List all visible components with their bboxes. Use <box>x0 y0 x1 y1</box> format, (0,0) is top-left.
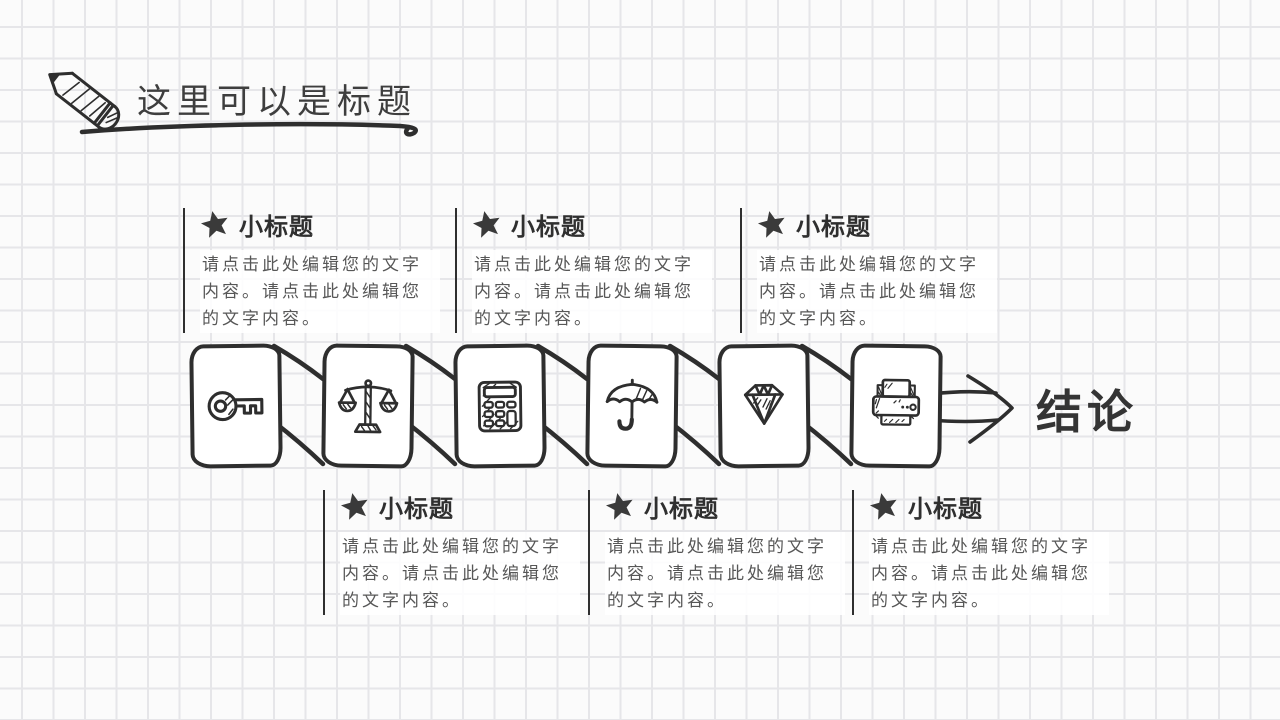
step-card-umbrella <box>585 343 679 469</box>
umbrella-icon <box>605 378 659 431</box>
calculator-icon <box>477 380 523 433</box>
step-card-diamond <box>717 343 811 469</box>
step-card-printer <box>849 343 943 469</box>
title-underline <box>79 121 418 137</box>
star-icon <box>472 211 500 238</box>
section-body: 请点击此处编辑您的文字内容。请点击此处编辑您的文字内容。 <box>605 532 845 615</box>
step-card-key <box>189 343 283 469</box>
star-icon <box>605 493 633 520</box>
section-body: 请点击此处编辑您的文字内容。请点击此处编辑您的文字内容。 <box>869 532 1109 615</box>
conclusion-text: 结论 <box>1036 387 1138 438</box>
section-label: 小标题 <box>908 496 983 523</box>
star-icon <box>757 211 785 238</box>
printer-icon <box>871 378 921 426</box>
section-label: 小标题 <box>379 496 454 523</box>
section-top-3: 小标题 请点击此处编辑您的文字内容。请点击此处编辑您的文字内容。 <box>740 208 1019 333</box>
section-label: 小标题 <box>239 214 314 241</box>
star-icon <box>340 493 368 520</box>
section-body: 请点击此处编辑您的文字内容。请点击此处编辑您的文字内容。 <box>757 250 997 333</box>
slide-title: 这里可以是标题 <box>137 84 417 121</box>
section-label: 小标题 <box>796 214 871 241</box>
section-label: 小标题 <box>644 496 719 523</box>
section-bottom-3: 小标题 请点击此处编辑您的文字内容。请点击此处编辑您的文字内容。 <box>852 490 1131 615</box>
diamond-icon <box>743 383 784 425</box>
step-card-calculator <box>453 343 547 469</box>
star-icon <box>869 493 897 520</box>
balance-scale-icon <box>337 379 399 434</box>
section-top-1: 小标题 请点击此处编辑您的文字内容。请点击此处编辑您的文字内容。 <box>183 208 462 333</box>
section-bottom-2: 小标题 请点击此处编辑您的文字内容。请点击此处编辑您的文字内容。 <box>588 490 867 615</box>
step-card-balance <box>321 343 415 469</box>
section-body: 请点击此处编辑您的文字内容。请点击此处编辑您的文字内容。 <box>472 250 712 333</box>
section-top-2: 小标题 请点击此处编辑您的文字内容。请点击此处编辑您的文字内容。 <box>455 208 734 333</box>
pencil-icon <box>48 71 121 131</box>
section-body: 请点击此处编辑您的文字内容。请点击此处编辑您的文字内容。 <box>340 532 580 615</box>
section-body: 请点击此处编辑您的文字内容。请点击此处编辑您的文字内容。 <box>200 250 440 333</box>
section-label: 小标题 <box>511 214 586 241</box>
section-bottom-1: 小标题 请点击此处编辑您的文字内容。请点击此处编辑您的文字内容。 <box>323 490 602 615</box>
star-icon <box>200 211 228 238</box>
key-icon <box>207 391 264 422</box>
